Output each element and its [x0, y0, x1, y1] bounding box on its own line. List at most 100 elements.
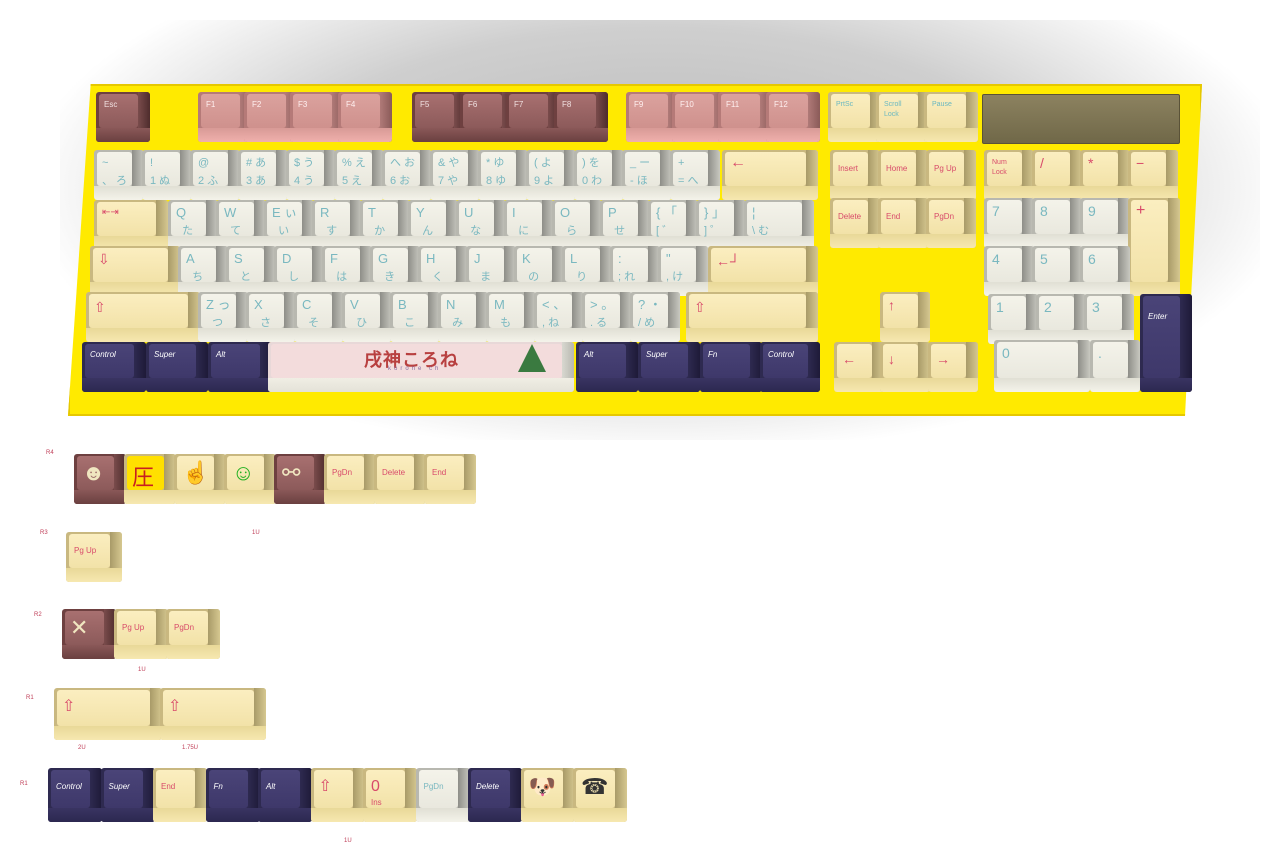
key-numpad-3[interactable]: 3 [1084, 294, 1134, 344]
key-super-1[interactable]: Super [146, 342, 208, 392]
key-numpad-r1-3[interactable]: − [1128, 150, 1178, 200]
key-esc[interactable]: Esc [96, 92, 150, 142]
key-control-0[interactable]: Control [82, 342, 146, 392]
key-pause[interactable]: Pause [924, 92, 978, 142]
key-row2-2[interactable]: W て [216, 200, 266, 250]
key-row2-13[interactable]: ¦\ む [744, 200, 814, 250]
keycap-phone[interactable]: ☎ [573, 768, 627, 822]
key-arrow-right[interactable]: → [928, 342, 978, 392]
keycap-super[interactable]: Super [100, 768, 155, 822]
key-arrow-down[interactable]: ↓ [880, 342, 930, 392]
keycap-pgup[interactable]: Pg Up [114, 609, 168, 659]
key-pgdn[interactable]: PgDn [926, 198, 976, 248]
key-caps[interactable]: ⇩ [90, 246, 180, 296]
key-f12[interactable]: F12 [766, 92, 820, 142]
key-numpad-4[interactable]: 4 [984, 246, 1034, 296]
key-row4-6[interactable]: N み [438, 292, 488, 342]
key-numpad-1[interactable]: 1 [988, 294, 1038, 344]
key-row2-9[interactable]: O ら [552, 200, 602, 250]
key-scroll-lock[interactable]: Scroll Lock [876, 92, 930, 142]
key-numpad-r1-0[interactable]: Num Lock [984, 150, 1034, 200]
keycap-pgdn[interactable]: PgDn [415, 768, 470, 822]
keycap-end[interactable]: End [424, 454, 476, 504]
key-row4-3[interactable]: C そ [294, 292, 344, 342]
key-row3-6[interactable]: H く [418, 246, 468, 296]
key-row4-2[interactable]: X さ [246, 292, 296, 342]
key-super-5[interactable]: Super [638, 342, 700, 392]
key-row3-8[interactable]: K の [514, 246, 564, 296]
keycap-delete[interactable]: Delete [468, 768, 522, 822]
key-row2-1[interactable]: Q た [168, 200, 218, 250]
key-row2-7[interactable]: U な [456, 200, 506, 250]
key-row3-2[interactable]: S と [226, 246, 276, 296]
keycap-dog[interactable]: 🐶 [520, 768, 575, 822]
keycap-kanji[interactable]: 圧 [124, 454, 176, 504]
keycap-alt[interactable]: Alt [258, 768, 312, 822]
key-row4-4[interactable]: V ひ [342, 292, 392, 342]
key-row4-7[interactable]: M も [486, 292, 536, 342]
key-row2-6[interactable]: Y ん [408, 200, 458, 250]
key-row3-11[interactable]: ", け [658, 246, 708, 296]
keycap-⇧[interactable]: ⇧ [160, 688, 266, 740]
key-numpad-8[interactable]: 8 [1032, 198, 1082, 248]
key-row4-5[interactable]: B こ [390, 292, 440, 342]
key-control-7[interactable]: Control [760, 342, 820, 392]
keycap-crossbones[interactable]: ✕ [62, 609, 116, 659]
key-tab[interactable]: ⇤⇥ [94, 200, 168, 250]
key-fn-6[interactable]: Fn [700, 342, 762, 392]
keycap-face[interactable]: ☻ [74, 454, 126, 504]
key-row4-8[interactable]: < 、, ね [534, 292, 584, 342]
key-f8[interactable]: F8 [554, 92, 608, 142]
keycap-pgdn[interactable]: PgDn [166, 609, 220, 659]
keycap-delete[interactable]: Delete [374, 454, 426, 504]
key-numpad-0[interactable]: 0 [994, 340, 1090, 392]
key-arrow-up[interactable]: ↑ [880, 292, 930, 342]
keycap-⇧[interactable]: ⇧ [54, 688, 162, 740]
key-f3[interactable]: F3 [290, 92, 344, 142]
keycap-pgup[interactable]: Pg Up [66, 532, 122, 582]
key-numpad-2[interactable]: 2 [1036, 294, 1086, 344]
key-row3-4[interactable]: F は [322, 246, 372, 296]
key-prtsc[interactable]: PrtSc [828, 92, 882, 142]
key-row1-11[interactable]: _ ー- ほ [622, 150, 672, 200]
keycap-end[interactable]: End [153, 768, 207, 822]
key-row1-0[interactable]: ~ 、 ろ [94, 150, 144, 200]
key-insert[interactable]: Insert [830, 150, 880, 200]
key-f11[interactable]: F11 [718, 92, 772, 142]
key-row2-10[interactable]: P せ [600, 200, 650, 250]
key-right-shift[interactable]: ⇧ [686, 292, 818, 342]
key-row3-7[interactable]: J ま [466, 246, 516, 296]
key-row2-12[interactable]: } 」] ゜ [696, 200, 746, 250]
key-row1-12[interactable]: += へ [670, 150, 720, 200]
key-numpad-7[interactable]: 7 [984, 198, 1034, 248]
key-row4-1[interactable]: Z っ つ [198, 292, 248, 342]
key-f4[interactable]: F4 [338, 92, 392, 142]
key-row4-10[interactable]: ? ・/ め [630, 292, 680, 342]
key-row2-4[interactable]: R す [312, 200, 362, 250]
key-alt-2[interactable]: Alt [208, 342, 272, 392]
key-backspace[interactable]: ← [722, 150, 818, 200]
key-f5[interactable]: F5 [412, 92, 466, 142]
key-row3-10[interactable]: :; れ [610, 246, 660, 296]
keycap-pepper[interactable]: ☺ [224, 454, 276, 504]
key-row2-8[interactable]: I に [504, 200, 554, 250]
key-numpad-r1-1[interactable]: / [1032, 150, 1082, 200]
key-enter[interactable]: ←┘ [708, 246, 818, 296]
key-row3-3[interactable]: D し [274, 246, 324, 296]
keycap-fn[interactable]: Fn [205, 768, 260, 822]
keycap-bone[interactable]: ⚯ [274, 454, 326, 504]
key-alt-4[interactable]: Alt [576, 342, 638, 392]
key-numpad-r1-2[interactable]: * [1080, 150, 1130, 200]
key-end[interactable]: End [878, 198, 928, 248]
key-numpad-enter[interactable]: Enter [1140, 294, 1192, 392]
key-left-shift[interactable]: ⇧ [86, 292, 200, 342]
